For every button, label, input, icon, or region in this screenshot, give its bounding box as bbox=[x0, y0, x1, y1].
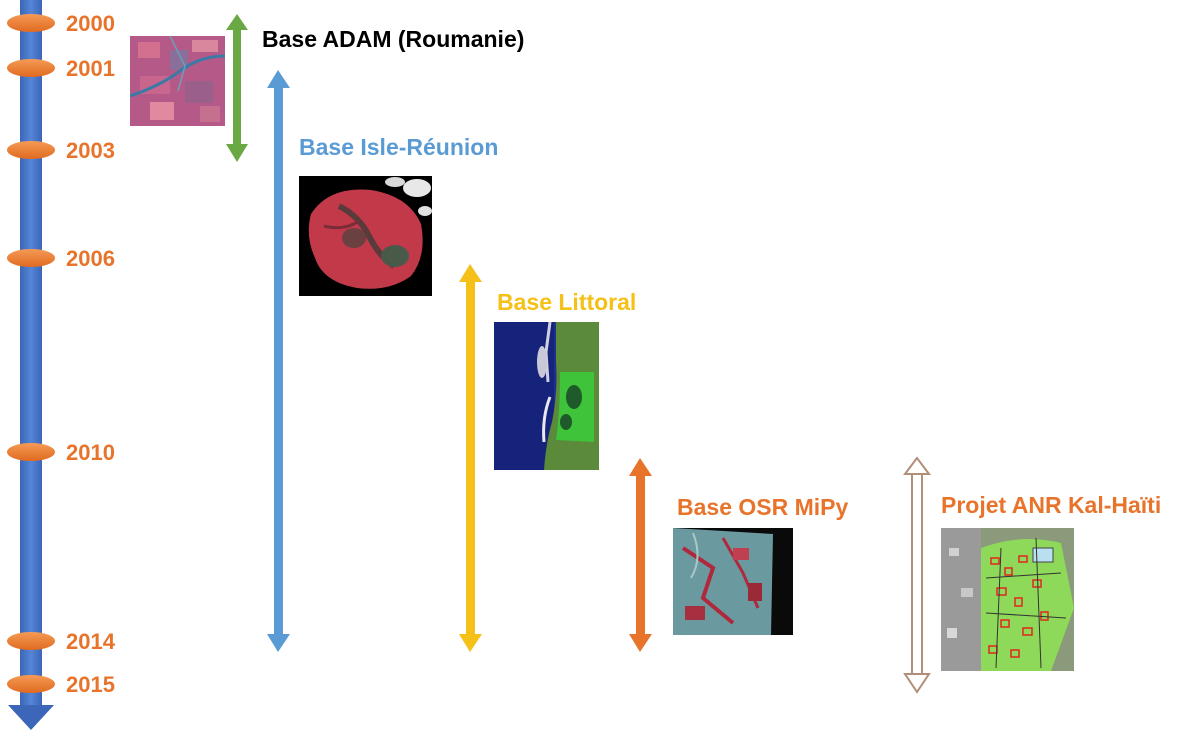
year-marker-2006 bbox=[7, 249, 55, 267]
database-label-adam: Base ADAM (Roumanie) bbox=[262, 26, 525, 52]
year-label-2006: 2006 bbox=[66, 246, 115, 271]
span-arrow-kal-haiti bbox=[903, 456, 931, 694]
year-label-2010: 2010 bbox=[66, 440, 115, 465]
year-label-2001: 2001 bbox=[66, 56, 115, 81]
satellite-image-littoral bbox=[494, 322, 599, 470]
year-label-2015: 2015 bbox=[66, 672, 115, 697]
year-marker-2010 bbox=[7, 443, 55, 461]
database-label-osr-mipy: Base OSR MiPy bbox=[677, 494, 849, 520]
year-marker-2000 bbox=[7, 14, 55, 32]
satellite-image-romania bbox=[130, 36, 225, 126]
database-label-kal-haiti: Projet ANR Kal-Haïti bbox=[941, 492, 1162, 518]
timeline-axis bbox=[20, 0, 42, 710]
span-arrow-adam bbox=[226, 14, 248, 162]
satellite-image-osr-mipy bbox=[673, 528, 793, 635]
span-arrow-isle-reunion bbox=[267, 70, 290, 652]
year-marker-2014 bbox=[7, 632, 55, 650]
span-arrow-littoral bbox=[459, 264, 482, 652]
timeline-axis-arrowhead bbox=[8, 705, 54, 730]
span-arrow-osr-mipy bbox=[629, 458, 652, 652]
year-marker-2003 bbox=[7, 141, 55, 159]
year-label-2014: 2014 bbox=[66, 629, 115, 654]
year-label-2003: 2003 bbox=[66, 138, 115, 163]
year-marker-2015 bbox=[7, 675, 55, 693]
year-marker-2001 bbox=[7, 59, 55, 77]
year-label-2000: 2000 bbox=[66, 11, 115, 36]
database-label-isle-reunion: Base Isle-Réunion bbox=[299, 134, 499, 160]
database-label-littoral: Base Littoral bbox=[497, 289, 637, 315]
satellite-image-reunion bbox=[299, 176, 432, 296]
satellite-image-kal-haiti bbox=[941, 528, 1074, 671]
